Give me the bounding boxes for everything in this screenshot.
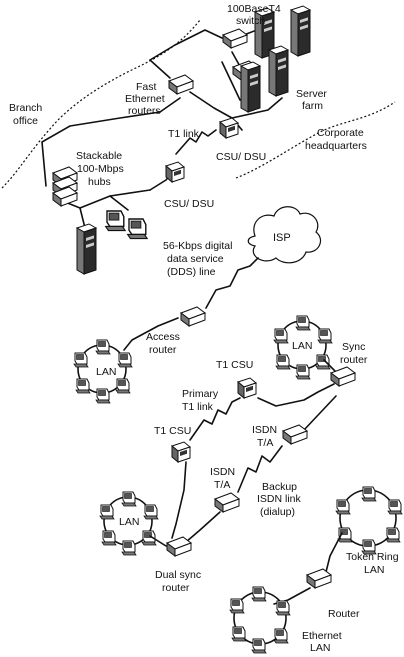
label-branch-2: office [13,115,38,127]
t1-csu-icon-lower [171,441,191,463]
label-isdn-right-1: ISDN [252,424,277,436]
label-token-2: LAN [364,564,384,576]
label-isdn-mid-2: T/A [214,479,230,491]
label-dual-1: Dual sync [155,569,201,581]
isp-cloud-icon: ISP [247,206,321,264]
lan-ring-dual: LAN [99,491,159,556]
label-t1-link: T1 link [168,128,200,140]
label-corp-2: headquarters [305,140,367,152]
label-dds-3: (DDS) line [167,266,216,278]
workstation-icon [126,218,148,240]
label-dds-1: 56-Kbps digital [163,240,232,252]
workstation-icon [104,210,126,232]
label-stack-1: Stackable [76,150,122,162]
server-tower-icon [268,45,289,97]
label-server-1: Server [296,88,327,100]
label-dds-2: data service [167,253,224,265]
label-stack-2: 100-Mbps [77,163,124,175]
label-primary-1: Primary [182,388,219,400]
label-branch-1: Branch [9,102,42,114]
label-dual-2: router [162,582,190,594]
router-icon [306,568,332,589]
label-backup-2: ISDN link [257,493,302,505]
label-t1-csu-upper: T1 CSU [216,359,253,371]
label-access-1: Access [146,331,180,343]
label-csu-dsu-branch: CSU/ DSU [164,198,214,210]
label-isp: ISP [273,232,291,244]
label-stack-3: hubs [88,176,111,188]
label-lan-dual: LAN [119,516,139,528]
csu-dsu-icon [165,161,185,183]
label-lan-sync: LAN [292,340,312,352]
label-lan-access: LAN [96,366,116,378]
csu-dsu-icon [219,117,239,139]
dual-sync-router-icon [166,536,192,557]
label-server-2: farm [302,100,323,112]
lan-ring-access: LAN [73,339,133,404]
server-tower-icon [240,61,261,113]
isdn-ta-icon-mid [214,492,240,513]
access-router-icon [180,306,206,327]
label-backup-3: (dialup) [260,506,295,518]
label-fast-1: Fast [136,81,157,93]
t1-csu-icon-upper [237,377,257,399]
label-router: Router [328,608,360,620]
label-sync-2: router [340,354,368,366]
label-sync-1: Sync [342,341,365,353]
lan-ring-sync: LAN [273,315,333,380]
label-fast-3: routers [128,105,161,117]
label-switch-2: switch [236,15,265,27]
server-tower-icon [290,5,311,57]
fast-ethernet-router-icon [168,74,194,95]
label-t1-csu-lower: T1 CSU [154,425,191,437]
isdn-ta-icon-right [282,424,308,445]
label-primary-2: T1 link [182,401,214,413]
label-csu-dsu-top: CSU/ DSU [216,151,266,163]
token-ring-lan [335,486,403,555]
branch-server-tower-icon [76,223,97,275]
headquarters-boundary [235,101,396,179]
label-token-1: Token Ring [346,551,399,563]
label-backup-1: Backup [262,481,297,493]
label-ethernet-1: Ethernet [302,630,342,642]
label-switch-1: 100BaseT4 [227,3,281,15]
label-corp-1: Corporate [317,127,364,139]
label-isdn-right-2: T/A [257,437,273,449]
label-access-2: router [149,344,177,356]
label-fast-2: Ethernet [125,93,165,105]
switch-100baset4-icon [222,28,248,49]
label-ethernet-2: LAN [310,642,330,654]
label-isdn-mid-1: ISDN [210,466,235,478]
ethernet-lan [229,586,291,654]
